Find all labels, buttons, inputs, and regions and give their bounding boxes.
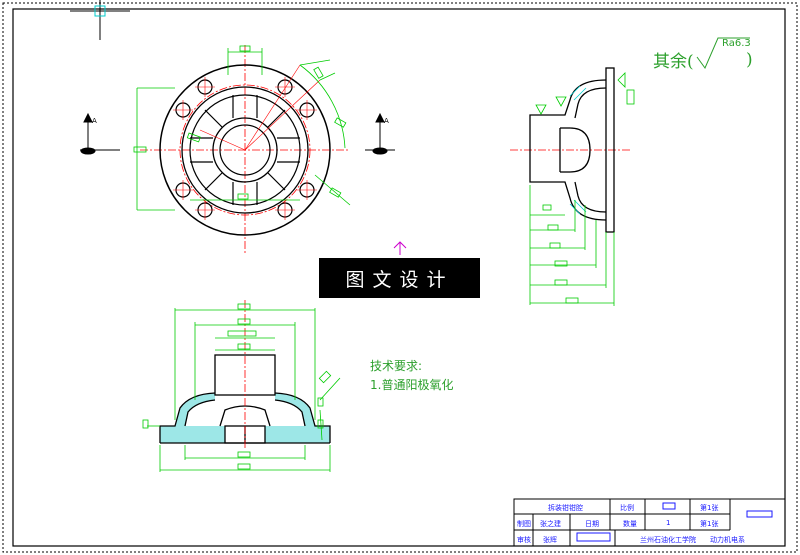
- tech-req-item: 1.普通阳极氧化: [370, 378, 454, 392]
- tb-school: 兰州石油化工学院: [640, 536, 696, 544]
- cursor-crosshair: [70, 0, 130, 40]
- tb-sheet2-label: 第1张: [700, 520, 719, 528]
- section-mark-left: A: [92, 117, 97, 125]
- roughness-prefix: 其余(: [653, 52, 694, 72]
- tb-date-label: 日期: [585, 520, 599, 528]
- tech-req-title: 技术要求:: [370, 359, 423, 373]
- inner-border: [12, 8, 786, 547]
- view-arrow-mark: [393, 241, 407, 255]
- tb-quantity: 1: [666, 519, 671, 527]
- tb-dept: 动力机电系: [710, 536, 745, 544]
- section-mark-right: A: [384, 117, 389, 125]
- tb-check-label: 审核: [517, 536, 531, 544]
- tb-quantity-label: 数量: [623, 520, 637, 528]
- tb-part-name: 拆装钳钳腔: [548, 504, 583, 512]
- front-view: [80, 45, 395, 255]
- section-view: [142, 300, 341, 472]
- tb-drawer: 张之建: [540, 520, 561, 528]
- tb-sheet-label: 第1张: [700, 504, 719, 512]
- watermark-label: 图文设计: [319, 258, 480, 298]
- tb-draw-label: 制图: [517, 520, 531, 528]
- roughness-suffix: ): [746, 50, 753, 70]
- tb-checker: 张辉: [543, 536, 557, 544]
- tb-scale-label: 比例: [620, 504, 634, 512]
- side-view: [510, 67, 635, 306]
- roughness-symbol: [696, 37, 750, 70]
- title-block: [513, 498, 786, 547]
- roughness-value: Ra6.3: [722, 38, 751, 49]
